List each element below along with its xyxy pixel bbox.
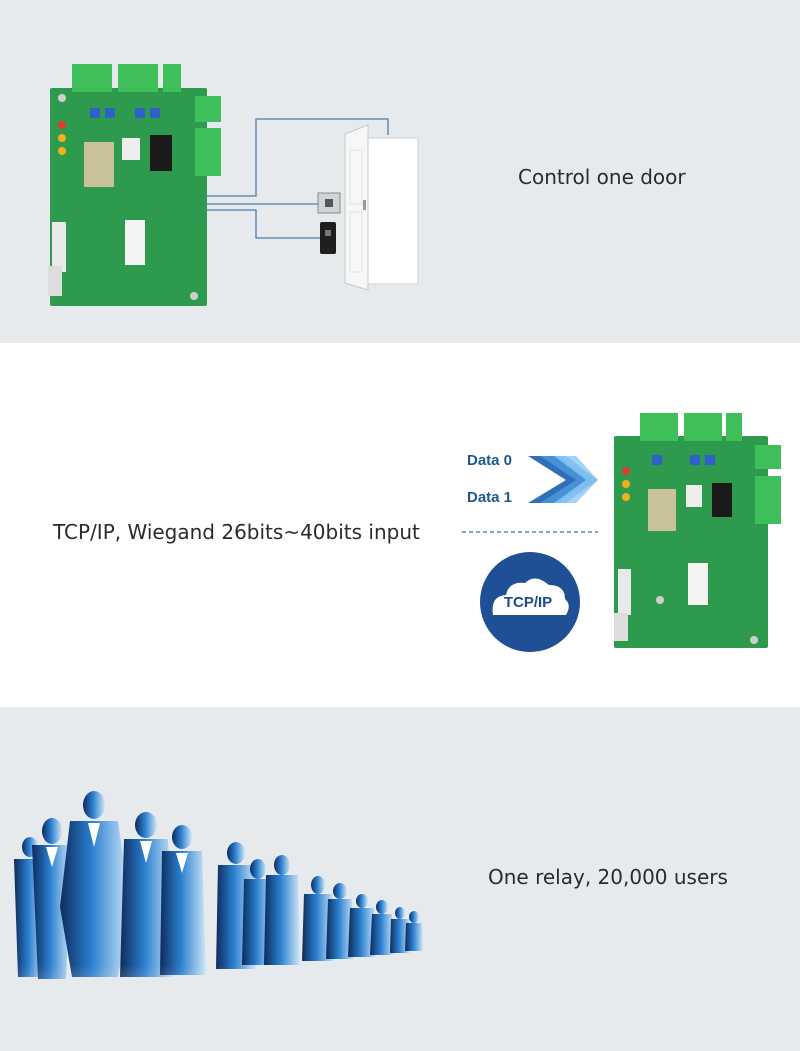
- signal-arrows-icon: [528, 456, 598, 503]
- crowd-illustration: [0, 707, 440, 1051]
- pcb-board-2: [614, 413, 781, 648]
- card-reader-icon: [320, 222, 336, 254]
- tcpip-badge: TCP/IP: [480, 552, 580, 652]
- board-door-illustration: [48, 64, 419, 306]
- caption-users: One relay, 20,000 users: [488, 865, 728, 889]
- panel-control-door: Control one door: [0, 0, 800, 343]
- label-data-1: Data 1: [467, 489, 512, 506]
- pcb-board-1: [48, 64, 221, 306]
- door-icon: [344, 124, 419, 291]
- label-data-0: Data 0: [467, 452, 512, 469]
- exit-button-icon: [317, 192, 341, 214]
- tcpip-illustration: Data 0 Data 1 TCP/IP: [462, 413, 781, 652]
- wiring: [205, 118, 389, 239]
- panel-tcpip-wiegand: Data 0 Data 1 TCP/IP: [0, 343, 800, 707]
- caption-control-door: Control one door: [518, 165, 686, 189]
- panel-users: One relay, 20,000 users: [0, 707, 800, 1051]
- caption-tcpip: TCP/IP, Wiegand 26bits~40bits input: [53, 520, 420, 544]
- tcpip-badge-text: TCP/IP: [504, 594, 552, 611]
